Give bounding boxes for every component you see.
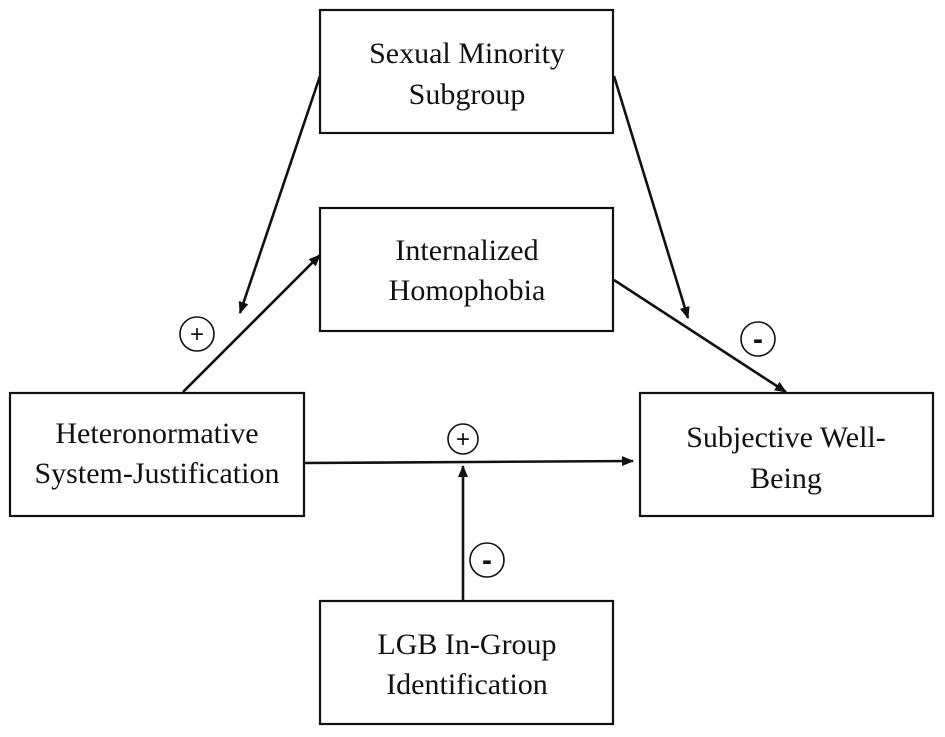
sign-circle <box>179 316 215 352</box>
node-box <box>318 8 615 135</box>
sign-plus-text: + <box>190 321 204 348</box>
node-label-line2: Being <box>750 462 822 495</box>
sign-circle <box>740 321 776 357</box>
node-label-line1: Subjective Well- <box>686 421 885 454</box>
edge-internalized-homophobia-to-well-being <box>613 278 787 394</box>
edges <box>182 75 787 601</box>
node-box <box>8 391 306 518</box>
node-lgb-in-group-identification: LGB In-Group Identification <box>318 599 615 726</box>
sign-minus-text: - <box>482 544 492 577</box>
node-subjective-well-being: Subjective Well- Being <box>638 391 935 518</box>
node-heteronormative-system-justification: Heteronormative System-Justification <box>8 391 306 518</box>
sign-circle <box>469 542 505 578</box>
node-label-line1: Heteronormative <box>55 417 258 450</box>
sign-badge-minus-b-path: - <box>740 321 776 357</box>
node-label-line1: LGB In-Group <box>377 628 556 661</box>
node-box <box>638 391 935 518</box>
sign-plus-text: + <box>456 426 470 453</box>
node-box <box>318 599 615 726</box>
sign-badge-plus-a-path: + <box>179 316 215 352</box>
edge-subgroup-moderates-b-path <box>612 75 690 319</box>
node-label-line1: Internalized <box>395 234 538 267</box>
node-internalized-homophobia: Internalized Homophobia <box>318 206 615 333</box>
node-box <box>318 206 615 333</box>
node-label-line2: System-Justification <box>35 457 280 490</box>
sign-circle <box>447 423 479 455</box>
node-sexual-minority-subgroup: Sexual Minority Subgroup <box>318 8 615 135</box>
edge-system-justification-to-well-being <box>303 456 634 467</box>
edge-subgroup-moderates-a-path <box>238 75 322 314</box>
edge-system-justification-to-internalized-homophobia <box>182 254 321 393</box>
sign-minus-text: - <box>753 323 763 356</box>
node-label-line2: Subgroup <box>409 78 526 111</box>
node-label-line2: Identification <box>386 668 548 701</box>
sign-badge-plus-direct-path: + <box>447 423 479 455</box>
sign-badge-minus-lgb-moderation: - <box>469 542 505 578</box>
node-label-line1: Sexual Minority <box>369 37 565 70</box>
node-label-line2: Homophobia <box>389 274 546 307</box>
